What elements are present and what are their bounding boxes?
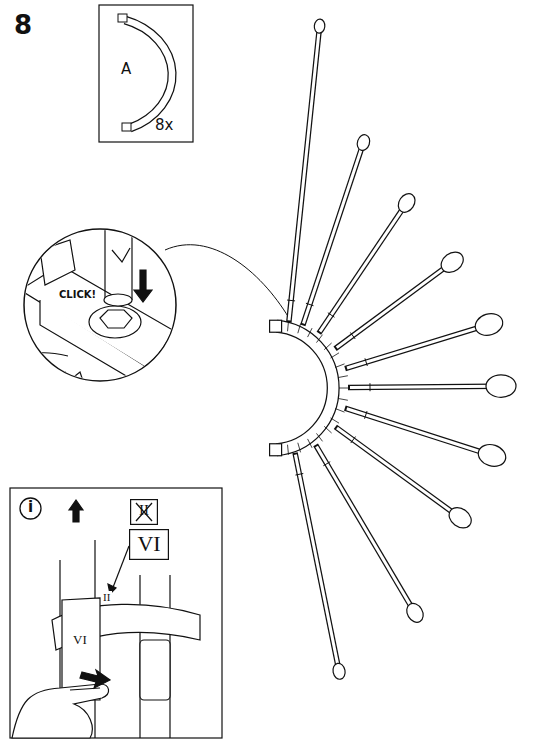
info-illustration	[12, 500, 200, 738]
quantity: 8x	[155, 118, 173, 133]
part-letter: A	[121, 62, 131, 77]
tube	[295, 453, 346, 681]
wrong-numeral-box: II	[130, 499, 158, 525]
part-a-icon	[118, 14, 172, 131]
info-panel	[10, 488, 222, 738]
numeral-box: VI	[129, 529, 169, 560]
detail-magnifier	[20, 228, 190, 390]
tube	[335, 248, 467, 349]
part-box	[99, 5, 193, 142]
arc-part	[270, 320, 349, 456]
tube	[303, 133, 372, 325]
sound-label: CLICK!	[57, 289, 98, 301]
roman-numeral: II	[139, 503, 149, 518]
magnifier-leader	[165, 245, 289, 318]
part-numeral: VI	[71, 632, 89, 647]
tube	[348, 375, 516, 398]
step-number: 8	[14, 12, 32, 38]
tube	[316, 445, 427, 625]
roman-numeral: VI	[137, 533, 160, 555]
part-box: A 8x	[99, 5, 193, 142]
tube	[319, 190, 419, 333]
info-letter: i	[28, 500, 33, 515]
tube	[345, 408, 509, 470]
tube-numeral: II	[101, 591, 112, 604]
info-icon: i	[19, 497, 42, 520]
tube	[345, 310, 505, 368]
